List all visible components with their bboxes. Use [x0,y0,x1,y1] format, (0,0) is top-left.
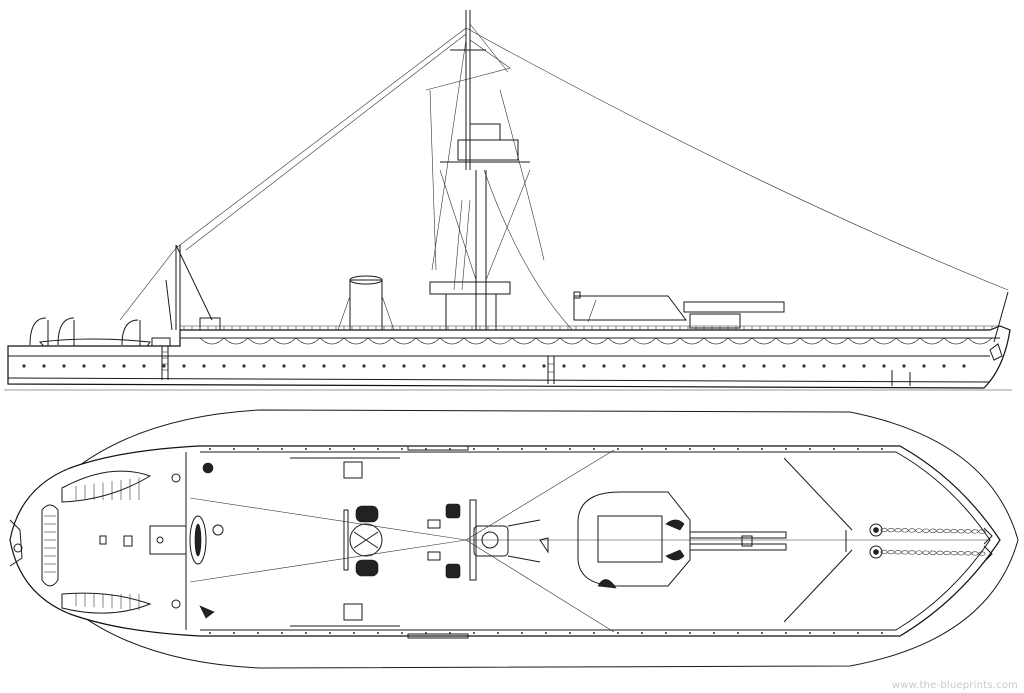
funnel-plan [343,505,383,577]
deck-railing [183,326,993,330]
hull-scallops [199,337,993,345]
deck-edge-fittings [209,448,883,634]
side-profile-view [4,10,1012,391]
turret-plan [577,491,787,589]
side-ladders [547,356,911,386]
deck-hatches [290,445,469,639]
rigging-lines [119,23,1009,357]
main-mast [429,10,531,331]
lifeboats [41,470,207,614]
hull-profile [7,325,1011,389]
deck-outline [9,445,1001,637]
anchor-chains [869,523,993,563]
bow-ornament [989,291,1009,361]
main-gun-turret [573,291,785,329]
crane [165,244,221,331]
deck-stays [189,449,990,633]
forecastle-breakwater [783,457,853,623]
funnel [337,275,395,331]
stern-details [9,462,224,619]
waterplane-outline [13,409,1019,669]
side-portholes [22,364,966,368]
watermark-text: www.the-blueprints.com [891,680,1018,691]
stern-ladder [161,346,169,380]
top-plan-view [9,409,1019,669]
mast-platform-plan [427,499,549,581]
